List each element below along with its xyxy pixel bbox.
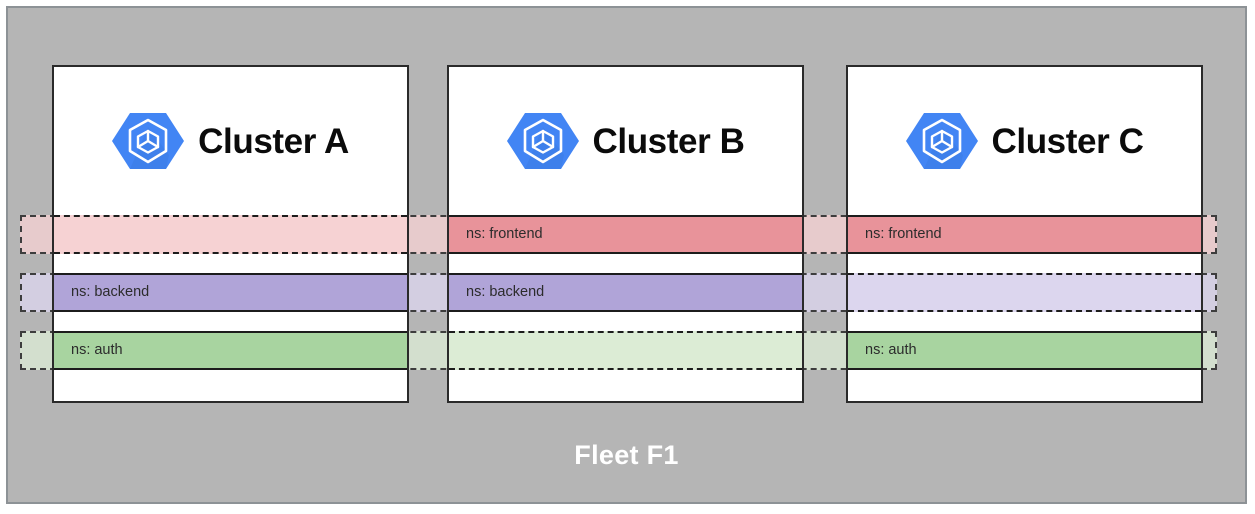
gke-cluster-icon bbox=[905, 113, 978, 169]
namespace-segment-auth-a[interactable]: ns: auth bbox=[54, 331, 407, 370]
gke-cluster-icon bbox=[112, 113, 185, 169]
namespace-segment-frontend-c[interactable]: ns: frontend bbox=[848, 215, 1201, 254]
namespace-label: ns: frontend bbox=[466, 226, 543, 243]
namespace-label: ns: auth bbox=[865, 342, 917, 359]
namespace-segment-backend-c[interactable] bbox=[848, 273, 1201, 312]
namespace-segment-backend-a[interactable]: ns: backend bbox=[54, 273, 407, 312]
namespace-segment-frontend-b[interactable]: ns: frontend bbox=[449, 215, 802, 254]
namespace-segment-auth-c[interactable]: ns: auth bbox=[848, 331, 1201, 370]
cluster-title: Cluster C bbox=[991, 121, 1144, 161]
namespace-label: ns: backend bbox=[466, 284, 545, 301]
fleet-label: Fleet F1 bbox=[574, 440, 679, 470]
cluster-header-b: Cluster B bbox=[449, 67, 802, 215]
cluster-title: Cluster A bbox=[198, 121, 349, 161]
cluster-header-c: Cluster C bbox=[848, 67, 1201, 215]
gke-cluster-icon bbox=[506, 113, 579, 169]
namespace-label: ns: frontend bbox=[865, 226, 942, 243]
namespace-segment-auth-b[interactable] bbox=[449, 331, 802, 370]
namespace-segment-frontend-a[interactable] bbox=[54, 215, 407, 254]
namespace-label: ns: auth bbox=[71, 342, 123, 359]
cluster-title: Cluster B bbox=[592, 121, 745, 161]
cluster-header-a: Cluster A bbox=[54, 67, 407, 215]
namespace-segment-backend-b[interactable]: ns: backend bbox=[449, 273, 802, 312]
namespace-label: ns: backend bbox=[71, 284, 150, 301]
